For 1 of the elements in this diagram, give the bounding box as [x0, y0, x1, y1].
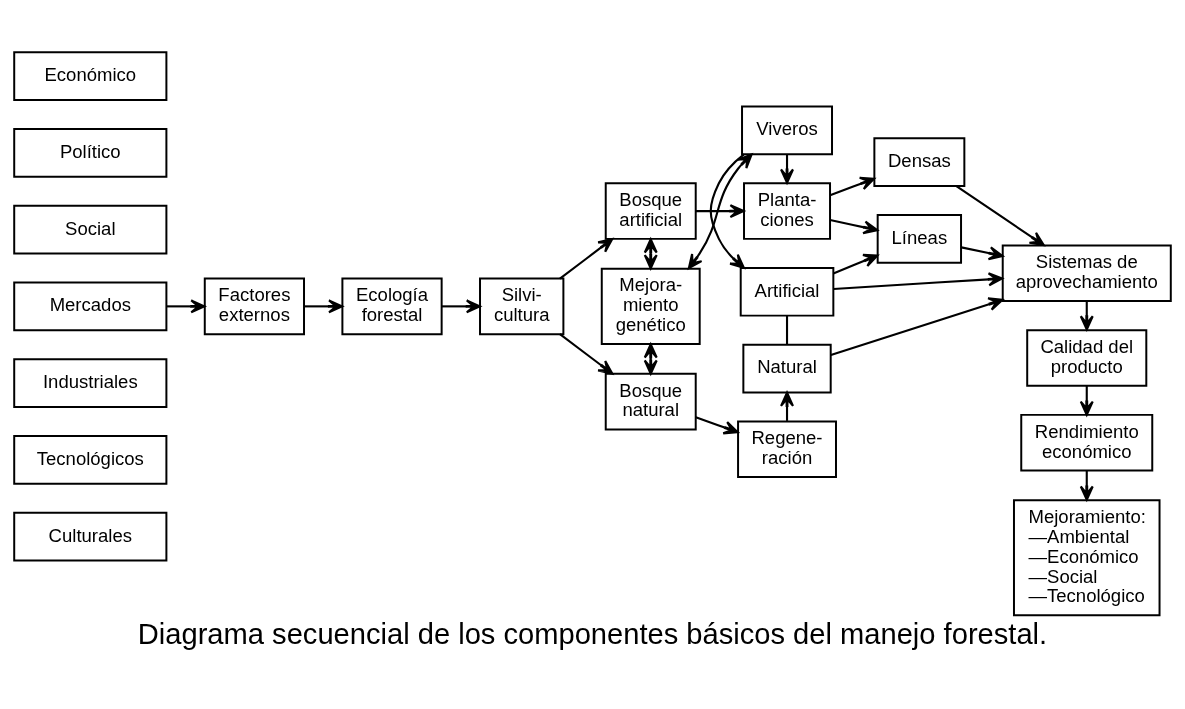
caption: Diagrama secuencial de los componentes básicos del manejo forestal. [137, 617, 1048, 650]
